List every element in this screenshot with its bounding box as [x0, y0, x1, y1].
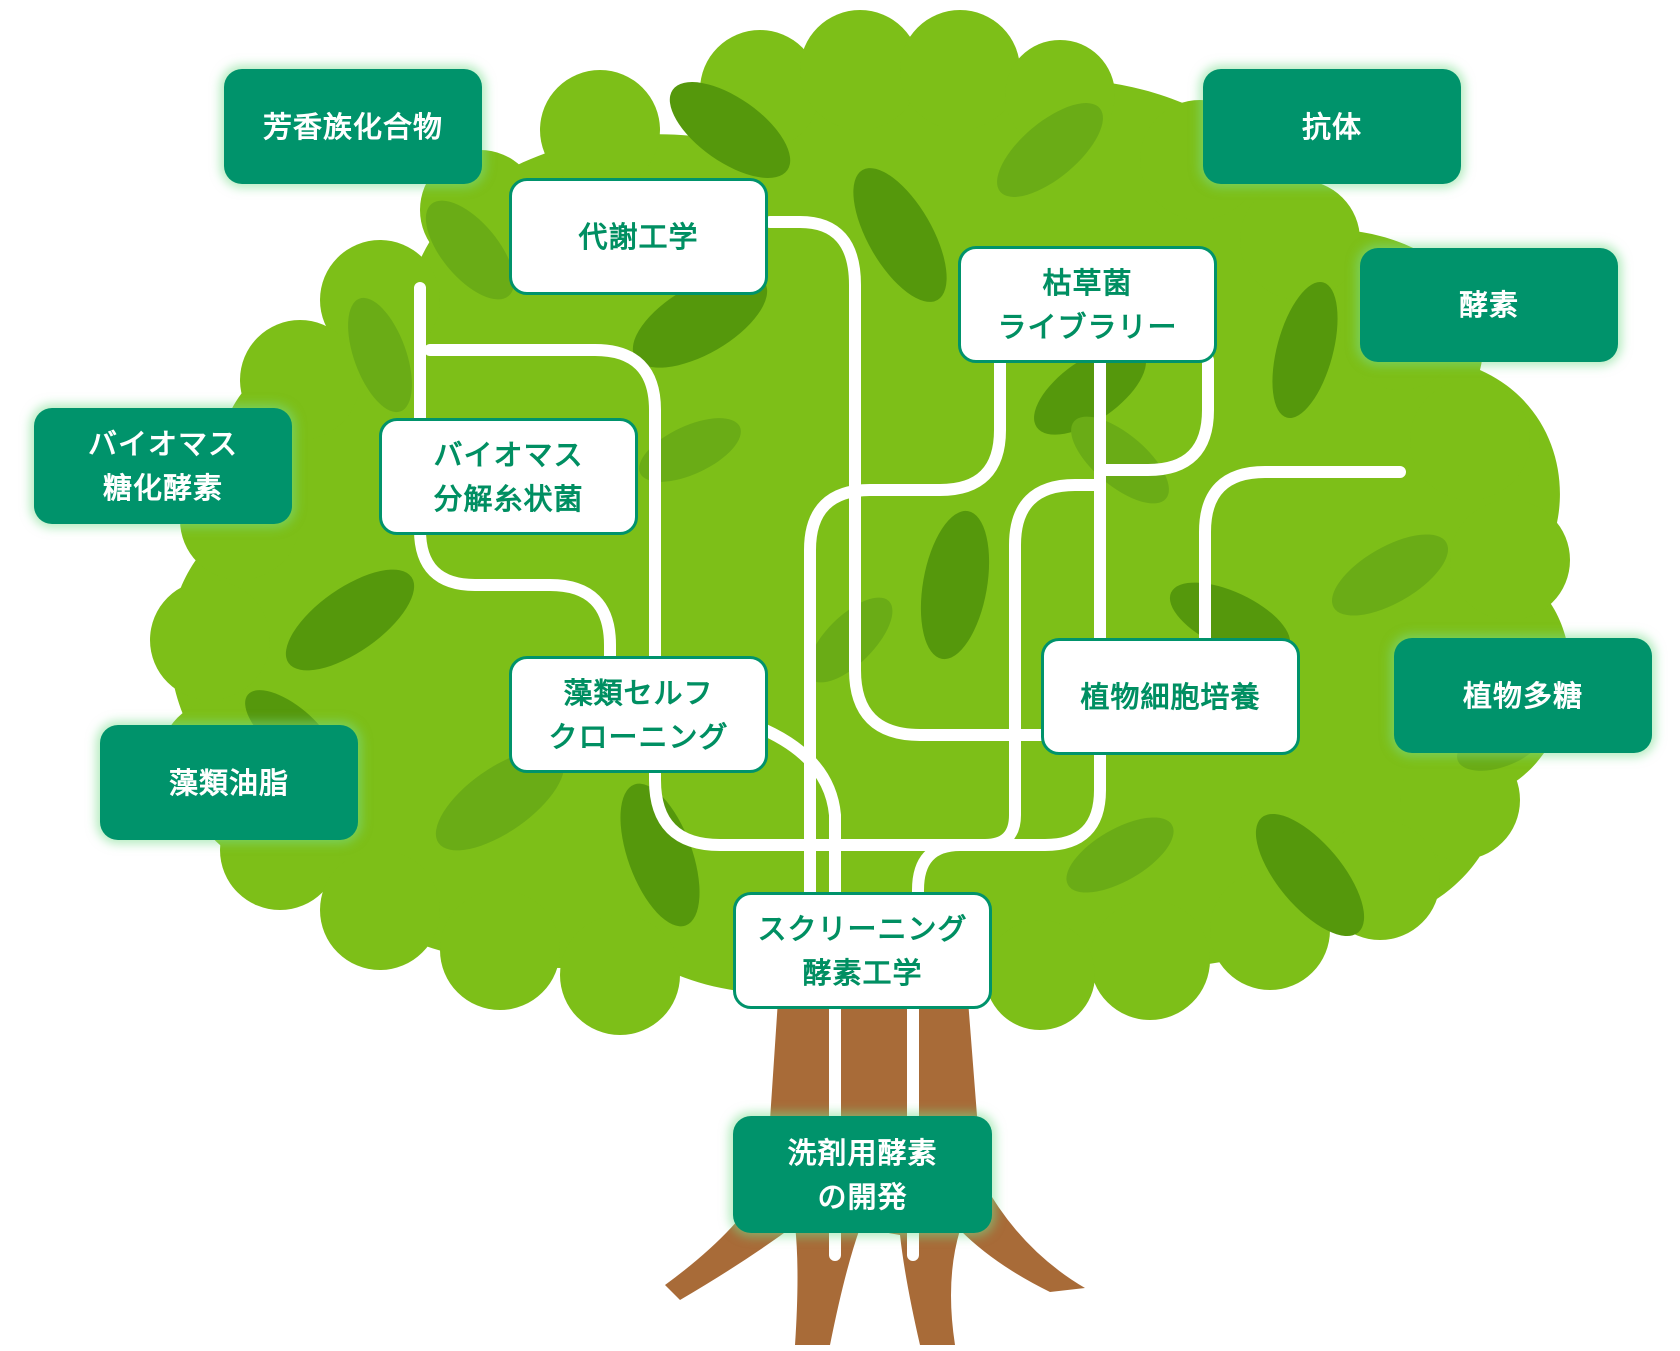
tech-label-line2: ライブラリー [997, 309, 1178, 344]
root-label-line2: の開発 [817, 1179, 908, 1214]
tech-label-line1: スクリーニング [757, 911, 968, 946]
topic-enzyme: 酵素 [1360, 248, 1618, 362]
topic-label-line2: 糖化酵素 [102, 471, 223, 505]
topic-label: 抗体 [1301, 109, 1362, 144]
tech-metabolic-engineering: 代謝工学 [509, 178, 768, 295]
tech-bacillus-library: 枯草菌 ライブラリー [958, 246, 1217, 363]
topic-aromatic-compounds: 芳香族化合物 [224, 69, 482, 184]
topic-label: 芳香族化合物 [262, 109, 443, 144]
tech-biomass-degrading-fungi: バイオマス 分解糸状菌 [379, 418, 638, 535]
topic-label: 藻類油脂 [168, 765, 289, 800]
line-bacillus-left [804, 354, 1006, 906]
tech-plant-cell-culture: 植物細胞培養 [1041, 638, 1300, 755]
topic-label: 植物多糖 [1462, 678, 1583, 713]
tech-label-line2: 酵素工学 [802, 955, 923, 990]
line-biomass-fungi-left [414, 282, 616, 671]
topic-biomass-saccharification-enzyme: バイオマス 糖化酵素 [34, 408, 292, 524]
line-bacillus-right [912, 354, 1214, 906]
root-detergent-enzyme-development: 洗剤用酵素 の開発 [733, 1116, 992, 1233]
line-plant-right [1199, 466, 1406, 656]
topic-plant-polysaccharide: 植物多糖 [1394, 638, 1652, 753]
topic-label: 酵素 [1458, 288, 1519, 322]
root-label-line1: 洗剤用酵素 [787, 1135, 938, 1170]
line-metabolic-main [764, 216, 1056, 741]
topic-algae-oil: 藻類油脂 [100, 725, 358, 840]
tech-label-line2: クローニング [548, 719, 729, 754]
tech-screening-enzyme-engineering: スクリーニング 酵素工学 [733, 892, 992, 1009]
tech-label-line1: 枯草菌 [1042, 265, 1133, 300]
tech-label-line2: 分解糸状菌 [433, 481, 584, 516]
line-algae-right [759, 724, 841, 906]
tech-label: 代謝工学 [578, 219, 699, 254]
topic-antibody: 抗体 [1203, 69, 1461, 184]
tech-label-line1: 藻類セルフ [563, 675, 714, 710]
tech-algae-self-cloning: 藻類セルフ クローニング [509, 656, 768, 773]
tech-label: 植物細胞培養 [1080, 679, 1261, 714]
line-upper-loop [424, 344, 1106, 851]
tech-label-line1: バイオマス [433, 437, 584, 472]
topic-label-line1: バイオマス [87, 427, 238, 461]
